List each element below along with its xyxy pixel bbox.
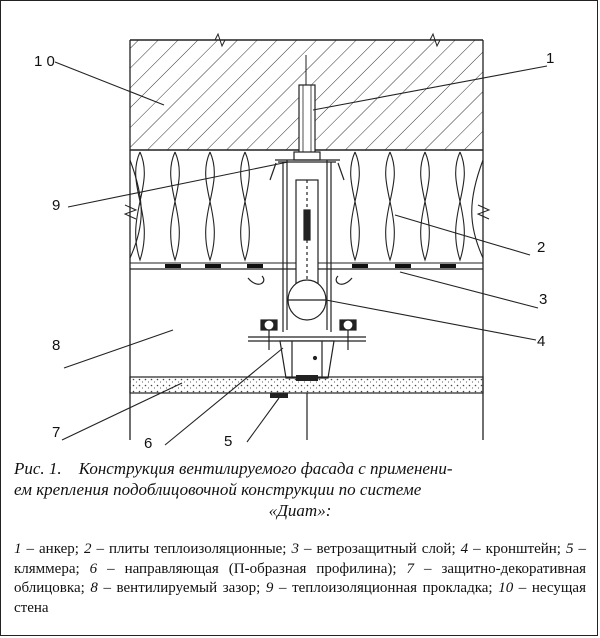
figure-caption: Рис. 1. Конструкция вентилируемого фасад… [14,458,586,521]
label-4: 4 [537,333,545,350]
legend-text: – защитно-декоративная облицовка; [14,560,587,597]
label-8: 8 [52,337,60,354]
legend-text: – кляммера; [14,541,586,577]
label-7: 7 [52,424,60,441]
legend-num: 9 [265,580,274,596]
legend-num: 6 [89,560,98,577]
legend-num: 3 [291,541,300,557]
caption-title: Рис. 1. Конструкция вентилируемого фасад… [14,458,586,479]
legend-text: – кронштейн; [468,541,566,557]
label-6: 6 [144,435,152,452]
legend-text: – ветрозащитный слой; [299,541,461,557]
legend-text: – теплоизоляционная прокладка; [273,580,499,596]
legend-text: – направляющая (П-образная профилина); [97,560,407,577]
caption-line-1: Конструкция вентилируемого фасада с прим… [78,459,453,478]
guide-rail [248,319,366,379]
insulation-boards [129,151,484,264]
legend-text: – плиты теплоизоляционные; [91,541,292,557]
caption-line-3: «Диат»: [268,501,332,520]
legend-num: 8 [90,580,98,596]
legend-text: – несущая стена [14,580,586,616]
facade-section-drawing: 1 0 1 9 2 3 4 8 7 6 5 [34,32,554,452]
decorative-cladding [129,375,484,440]
label-2: 2 [537,239,545,256]
legend-num: 5 [565,541,574,557]
label-10: 1 0 [34,53,55,70]
legend-num: 7 [406,560,415,577]
legend-text: – анкер; [21,541,84,557]
label-5: 5 [224,433,232,450]
label-1: 1 [546,50,554,67]
figure-legend: 1 – анкер; 2 – плиты теплоизоляционные; … [14,540,586,618]
legend-num: 4 [460,541,469,557]
anchor [298,55,316,156]
legend-text: – вентилируемый зазор; [97,580,266,596]
legend-num: 2 [83,541,92,557]
caption-prefix: Рис. 1. [14,459,62,478]
label-9: 9 [52,197,60,214]
caption-line-2: ем крепления подоблицовочной конструкции… [14,480,422,499]
leader-lines [54,61,548,446]
bracket [247,151,353,332]
label-3: 3 [539,291,547,308]
legend-num: 1 [14,541,22,557]
legend-num: 10 [498,580,514,596]
